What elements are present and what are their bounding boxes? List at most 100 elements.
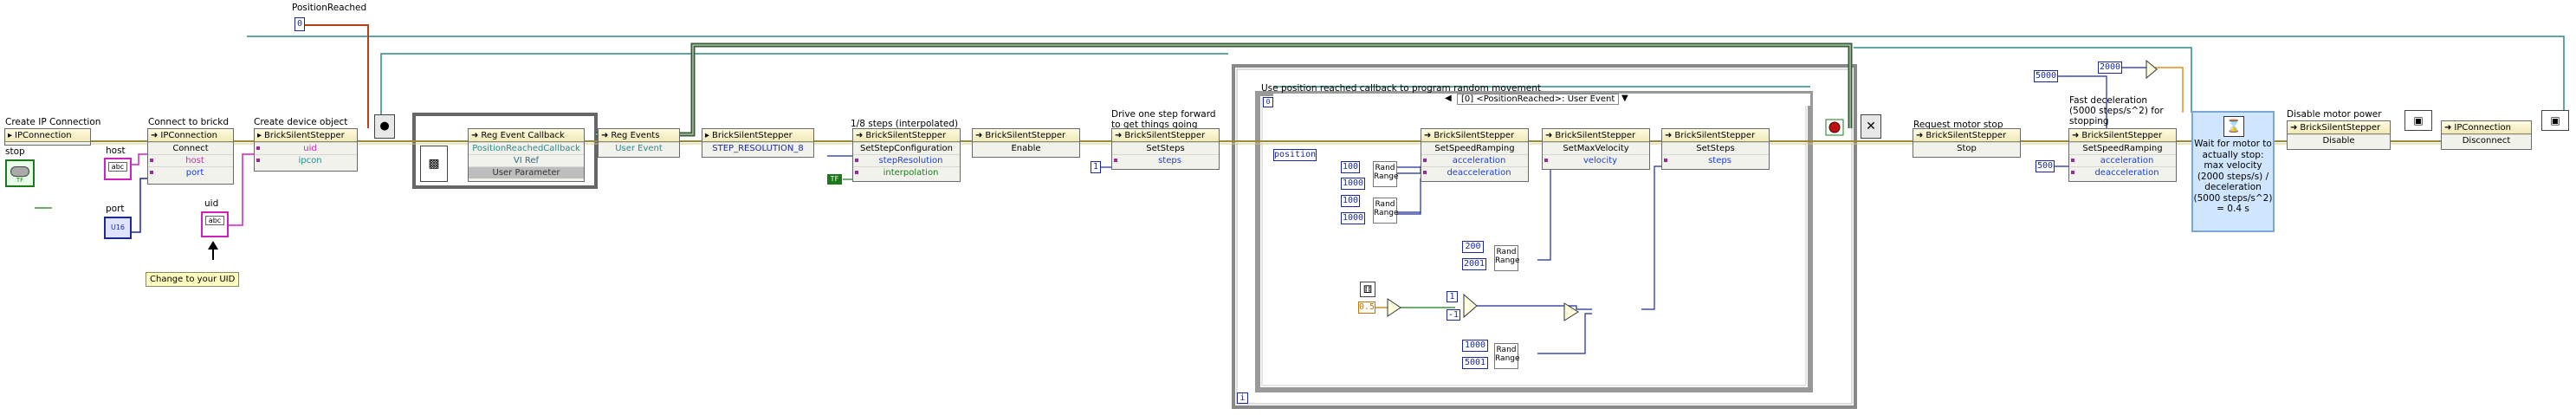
comment-fast-decel-3: stopping	[2069, 116, 2109, 126]
inner-set-steps-node[interactable]: ➜BrickSilentStepper SetSteps steps	[1661, 128, 1770, 170]
const-steps-one[interactable]: 1	[1091, 161, 1101, 173]
uid-label: uid	[204, 198, 219, 209]
multiply-function	[1563, 302, 1579, 321]
bss-constant-node[interactable]: ▸BrickSilentStepper STEP_RESOLUTION_8	[702, 128, 814, 158]
const-rand-v-hi[interactable]: 2001	[1462, 258, 1486, 270]
ipconn0-title: IPConnection	[15, 130, 72, 140]
set-step-cfg-method: SetStepConfiguration	[853, 142, 960, 154]
set-steps-outer-node[interactable]: ➜BrickSilentStepper SetSteps steps	[1111, 128, 1220, 170]
uid-note: Change to your UID	[146, 272, 240, 287]
stop-toggle-icon	[10, 166, 29, 177]
setsteps1-method: SetSteps	[1112, 142, 1219, 154]
reg-event-callback-node[interactable]: ➜Reg Event Callback PositionReachedCallb…	[468, 128, 585, 182]
inner-ramp-pin-dec: deacceleration	[1421, 166, 1528, 178]
disconnect-method: Disconnect	[2442, 134, 2531, 146]
reg-cb-row-callback: PositionReachedCallback	[469, 142, 584, 154]
wait-text-4: deceleration	[2204, 182, 2262, 192]
ipconnection-create-node[interactable]: ▸IPConnection	[4, 128, 91, 146]
inner-set-speed-ramping-node[interactable]: ➜BrickSilentStepper SetSpeedRamping acce…	[1421, 128, 1529, 182]
wait-text-1: actually stop:	[2202, 149, 2264, 160]
event-loop-frame	[1232, 64, 1857, 409]
wait-ms-block[interactable]: ⌛ Wait for motor to actually stop: max v…	[2191, 111, 2275, 232]
ramp-stop-node[interactable]: ➜BrickSilentStepper SetSpeedRamping acce…	[2068, 128, 2177, 182]
create-arrow-icon-2: ▸	[257, 130, 262, 140]
rand-range-a[interactable]: Rand Range	[1373, 161, 1399, 187]
reg-cb-title: Reg Event Callback	[481, 130, 565, 140]
const-neg-one[interactable]: -1	[1447, 309, 1460, 321]
rand-range-b[interactable]: Rand Range	[1373, 198, 1399, 224]
comment-steps: 1/8 steps (interpolated)	[851, 119, 959, 129]
close-reference-icon-2[interactable]: ▣	[2541, 110, 2569, 131]
vi-ref-thumb-icon[interactable]: ▩	[420, 146, 448, 182]
event-case-selector[interactable]: ◀ [0] <PositionReached>: User Event ▼	[1273, 94, 1810, 106]
rand-range-v[interactable]: Rand Range	[1494, 245, 1520, 271]
step-cfg-arrow-icon: ➜	[856, 130, 864, 140]
port-control[interactable]: U16	[104, 217, 132, 239]
inner-set-max-velocity-node[interactable]: ➜BrickSilentStepper SetMaxVelocity veloc…	[1542, 128, 1650, 170]
position-reached-indicator[interactable]: 0	[294, 17, 305, 31]
const-pos-one[interactable]: 1	[1447, 291, 1458, 302]
disconnect-node[interactable]: ➜IPConnection Disconnect	[2441, 120, 2532, 150]
stop-node[interactable]: ➜BrickSilentStepper Stop	[1913, 128, 2021, 158]
event-selector-label: [0] <PositionReached>: User Event	[1457, 94, 1620, 105]
wait-text-3: (2000 steps/s) /	[2197, 171, 2269, 182]
bss-create-pin-ipcon: ipcon	[255, 154, 357, 166]
ramp-stop-arrow-icon: ➜	[2072, 130, 2080, 140]
uid-control[interactable]: abc	[201, 211, 229, 237]
rand-range-s[interactable]: Rand Range	[1494, 343, 1520, 369]
selector-dropdown-icon[interactable]: ▼	[1621, 94, 1628, 103]
const-rand-b-hi[interactable]: 1000	[1341, 212, 1365, 224]
const-500[interactable]: 500	[2036, 160, 2055, 172]
select-function	[1463, 293, 1478, 319]
random-dice-icon[interactable]: ⚅	[1360, 282, 1375, 297]
reg-arrow-icon: ➜	[471, 130, 479, 140]
inner-steps-arrow-icon: ➜	[1665, 130, 1673, 140]
wait-text-2: max velocity	[2204, 160, 2262, 171]
unregister-events-icon[interactable]: ✕	[1861, 114, 1881, 139]
stop-control[interactable]: TF	[5, 159, 35, 187]
const-2000[interactable]: 2000	[2098, 62, 2122, 74]
const-rand-v-lo[interactable]: 200	[1462, 241, 1484, 253]
reg-events-node[interactable]: ➜Reg Events User Event	[598, 128, 680, 158]
inner-steps-title: BrickSilentStepper	[1674, 130, 1756, 140]
setsteps-arrow-icon: ➜	[1115, 130, 1123, 140]
set-step-config-node[interactable]: ➜BrickSilentStepper SetStepConfiguration…	[852, 128, 961, 182]
disable-node[interactable]: ➜BrickSilentStepper Disable	[2287, 120, 2391, 150]
const-rand-b-lo[interactable]: 100	[1341, 195, 1360, 207]
inner-maxvel-pin: velocity	[1543, 154, 1649, 166]
bss-const-row: STEP_RESOLUTION_8	[702, 142, 813, 154]
stop-label: stop	[5, 146, 25, 157]
comment-fast-decel-2: (5000 steps/s^2) for	[2069, 106, 2164, 116]
const-true[interactable]: TF	[827, 174, 842, 185]
reg-cb-row-viref: VI Ref	[469, 154, 584, 166]
const-half[interactable]: 0.5	[1358, 302, 1375, 314]
enable-arrow-icon: ➜	[975, 130, 983, 140]
bss-const-arrow-icon: ▸	[705, 130, 710, 140]
wire-orange	[2155, 67, 2184, 113]
ipconn1-title: IPConnection	[160, 130, 217, 140]
disconnect-title: IPConnection	[2454, 122, 2511, 133]
reg-cb-row-userparam: User Parameter	[469, 166, 584, 178]
close-reference-icon-1[interactable]: ▣	[2404, 110, 2432, 131]
const-rand-s-lo[interactable]: 1000	[1462, 340, 1488, 352]
method-arrow-icon: ➜	[151, 130, 159, 140]
const-5000[interactable]: 5000	[2034, 70, 2058, 82]
bss-const-title: BrickSilentStepper	[712, 130, 793, 140]
inner-ramp-pin-acc: acceleration	[1421, 154, 1528, 166]
selector-left-arrow-icon[interactable]: ◀	[1445, 94, 1452, 103]
inner-maxvel-arrow-icon: ➜	[1545, 130, 1553, 140]
const-rand-a-lo[interactable]: 100	[1341, 161, 1360, 173]
loop-iteration-terminal: i	[1237, 392, 1248, 404]
bss-create-node[interactable]: ▸BrickSilentStepper uid ipcon	[254, 128, 358, 172]
enable-node[interactable]: ➜BrickSilentStepper Enable	[972, 128, 1080, 158]
ipconnection-connect-node[interactable]: ➜IPConnection Connect host port	[147, 128, 234, 185]
comment-connect: Connect to brickd	[148, 117, 230, 127]
host-label: host	[106, 146, 126, 156]
const-rand-a-hi[interactable]: 1000	[1341, 178, 1365, 190]
port-wire	[130, 178, 147, 233]
ref-wire-top	[247, 36, 2565, 128]
const-rand-s-hi[interactable]: 5001	[1462, 357, 1488, 369]
loop-stop-frame	[1825, 119, 1844, 136]
open-vi-ref-icon[interactable]: ●	[374, 114, 395, 139]
host-control[interactable]: abc	[104, 158, 132, 180]
